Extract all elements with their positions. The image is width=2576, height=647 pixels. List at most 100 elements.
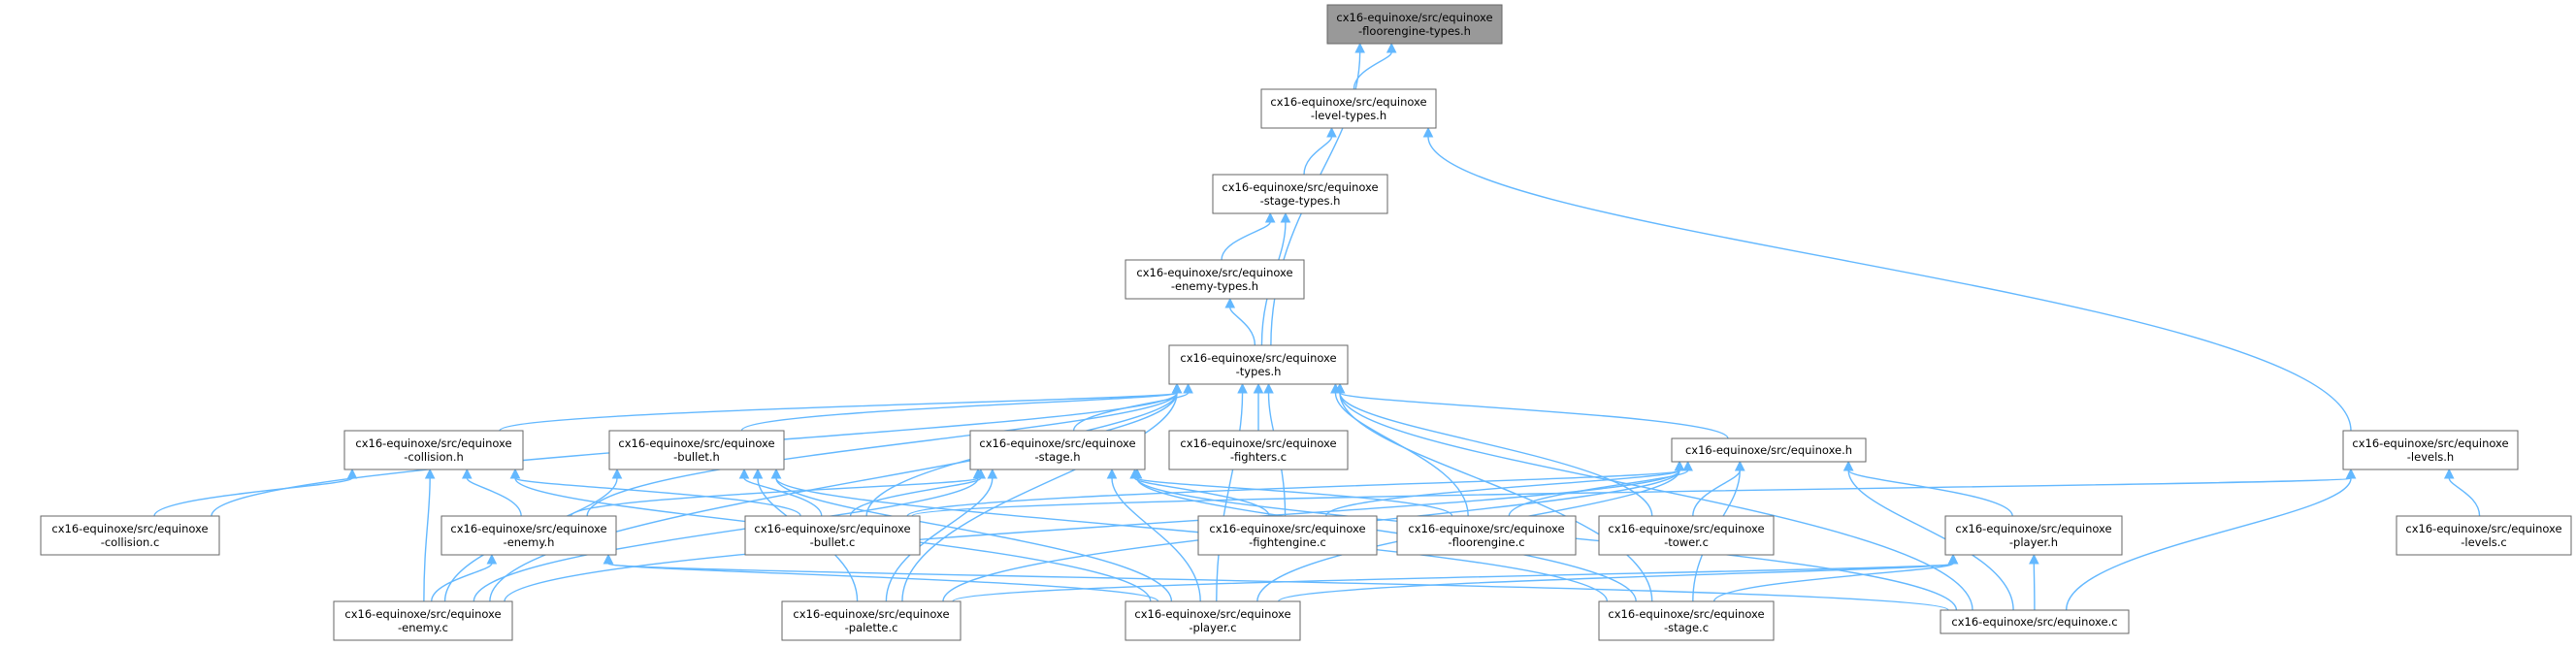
edge-line — [153, 477, 353, 517]
node-box — [608, 430, 785, 470]
node-fighters-c[interactable]: cx16-equinoxe/src/equinoxe-fighters.c — [1168, 430, 1349, 470]
arrowhead — [2345, 468, 2357, 479]
arrowhead — [461, 468, 473, 479]
node-label: -stage-types.h — [1260, 194, 1341, 208]
edge-equinoxe-c-to-player-h — [2029, 553, 2039, 611]
edge-equinoxe-h-to-types — [1334, 382, 1729, 439]
arrowhead — [424, 468, 436, 479]
edge-player-c-to-stage-h — [1106, 468, 1201, 602]
arrowhead — [1224, 297, 1236, 308]
node-label: -stage.h — [1034, 450, 1080, 464]
node-types[interactable]: cx16-equinoxe/src/equinoxe-types.h — [1168, 344, 1349, 385]
node-bullet-c[interactable]: cx16-equinoxe/src/equinoxe-bullet.c — [744, 515, 921, 556]
node-stage-types[interactable]: cx16-equinoxe/src/equinoxe-stage-types.h — [1212, 174, 1388, 214]
node-label: cx16-equinoxe/src/equinoxe.c — [1951, 615, 2117, 629]
node-label: -level-types.h — [1311, 109, 1386, 122]
arrowhead — [1734, 460, 1745, 471]
edge-floorengine-c-to-equinoxe-h — [1508, 460, 1693, 517]
node-label: -bullet.c — [810, 535, 856, 549]
node-box — [2396, 515, 2572, 556]
node-label: cx16-equinoxe/src/equinoxe — [1955, 522, 2111, 535]
node-label: cx16-equinoxe/src/equinoxe — [1408, 522, 1564, 535]
arrowhead — [1326, 126, 1337, 138]
node-box — [1168, 430, 1349, 470]
node-levels-c[interactable]: cx16-equinoxe/src/equinoxe-levels.c — [2396, 515, 2572, 556]
edge-stage-types-to-level-types — [1303, 126, 1337, 176]
node-enemy-c[interactable]: cx16-equinoxe/src/equinoxe-enemy.c — [333, 600, 513, 641]
node-equinoxe-c[interactable]: cx16-equinoxe/src/equinoxe.c — [1940, 609, 2130, 634]
node-box — [1168, 344, 1349, 385]
node-label: cx16-equinoxe/src/equinoxe — [1608, 522, 1764, 535]
node-label: -fighters.c — [1230, 450, 1287, 464]
arrowhead — [972, 468, 984, 479]
node-enemy-types[interactable]: cx16-equinoxe/src/equinoxe-enemy-types.h — [1125, 259, 1305, 300]
node-box — [781, 600, 962, 641]
node-label: cx16-equinoxe/src/equinoxe — [355, 437, 511, 450]
edge-line — [1339, 392, 1729, 439]
edge-enemy-h-to-collision-h — [461, 468, 522, 517]
edge-enemy-c-to-enemy-h — [431, 553, 498, 602]
edge-line — [1508, 469, 1689, 517]
arrowhead — [1386, 42, 1397, 53]
edge-line — [1339, 392, 1653, 517]
edge-line — [514, 477, 801, 517]
edge-line — [1216, 392, 1244, 602]
edge-line — [2033, 563, 2036, 611]
node-label: -collision.c — [101, 535, 160, 549]
edge-types-to-enemy-types — [1224, 297, 1256, 346]
node-enemy-h[interactable]: cx16-equinoxe/src/equinoxe-enemy.h — [440, 515, 617, 556]
node-box — [1671, 437, 1867, 463]
node-floorengine-types[interactable]: cx16-equinoxe/src/equinoxe-floorengine-t… — [1326, 4, 1503, 45]
node-floorengine-c[interactable]: cx16-equinoxe/src/equinoxe-floorengine.c — [1396, 515, 1577, 556]
node-box — [440, 515, 617, 556]
arrowhead — [1354, 42, 1365, 53]
node-collision-c[interactable]: cx16-equinoxe/src/equinoxe-collision.c — [40, 515, 220, 556]
node-label: cx16-equinoxe/src/equinoxe — [1608, 607, 1764, 621]
node-collision-h[interactable]: cx16-equinoxe/src/equinoxe-collision.h — [343, 430, 524, 470]
edge-line — [504, 469, 1680, 602]
node-level-types[interactable]: cx16-equinoxe/src/equinoxe-level-types.h — [1260, 88, 1437, 129]
node-box — [40, 515, 220, 556]
node-equinoxe-h[interactable]: cx16-equinoxe/src/equinoxe.h — [1671, 437, 1867, 463]
edge-line — [1136, 477, 1453, 517]
node-stage-h[interactable]: cx16-equinoxe/src/equinoxe-stage.h — [969, 430, 1146, 470]
edge-enemy-c-to-types — [489, 382, 1183, 602]
node-label: cx16-equinoxe/src/equinoxe — [979, 437, 1135, 450]
node-label: -bullet.h — [673, 450, 720, 464]
edge-line — [1221, 221, 1271, 261]
arrowhead — [2029, 553, 2039, 565]
node-label: cx16-equinoxe/src/equinoxe — [1270, 95, 1426, 109]
node-bullet-h[interactable]: cx16-equinoxe/src/equinoxe-bullet.h — [608, 430, 785, 470]
edge-fightengine-c-to-stage-h — [1129, 468, 1270, 517]
node-fightengine-c[interactable]: cx16-equinoxe/src/equinoxe-fightengine.c — [1197, 515, 1378, 556]
node-stage-c[interactable]: cx16-equinoxe/src/equinoxe-stage.c — [1598, 600, 1775, 641]
edge-player-c-to-enemy-h — [603, 553, 1159, 602]
edge-equinoxe-c-to-levels-h — [2065, 468, 2357, 611]
edge-enemy-types-to-stage-types — [1221, 211, 1276, 261]
node-box — [1260, 88, 1437, 129]
node-label: cx16-equinoxe/src/equinoxe.h — [1685, 443, 1852, 457]
node-levels-h[interactable]: cx16-equinoxe/src/equinoxe-levels.h — [2342, 430, 2519, 470]
arrowhead — [738, 468, 750, 479]
edge-palette-c-to-stage-h — [885, 468, 998, 602]
edge-line — [885, 477, 994, 602]
arrowhead — [1947, 553, 1959, 565]
node-palette-c[interactable]: cx16-equinoxe/src/equinoxe-palette.c — [781, 600, 962, 641]
node-box — [1326, 4, 1503, 45]
node-label: cx16-equinoxe/src/equinoxe — [450, 522, 606, 535]
node-player-h[interactable]: cx16-equinoxe/src/equinoxe-player.h — [1944, 515, 2123, 556]
node-player-c[interactable]: cx16-equinoxe/src/equinoxe-player.c — [1125, 600, 1301, 641]
edge-line — [607, 563, 1159, 602]
node-label: -player.c — [1189, 621, 1236, 634]
node-tower-c[interactable]: cx16-equinoxe/src/equinoxe-tower.c — [1598, 515, 1775, 556]
node-label: cx16-equinoxe/src/equinoxe — [1336, 11, 1492, 24]
node-box — [1940, 609, 2130, 634]
node-label: -collision.h — [404, 450, 464, 464]
edge-line — [1303, 136, 1333, 176]
edge-levels-c-to-levels-h — [2443, 468, 2481, 517]
node-label: cx16-equinoxe/src/equinoxe — [1180, 351, 1336, 365]
edge-line — [1339, 392, 1973, 611]
node-label: -enemy.c — [398, 621, 448, 634]
node-label: cx16-equinoxe/src/equinoxe — [2352, 437, 2508, 450]
